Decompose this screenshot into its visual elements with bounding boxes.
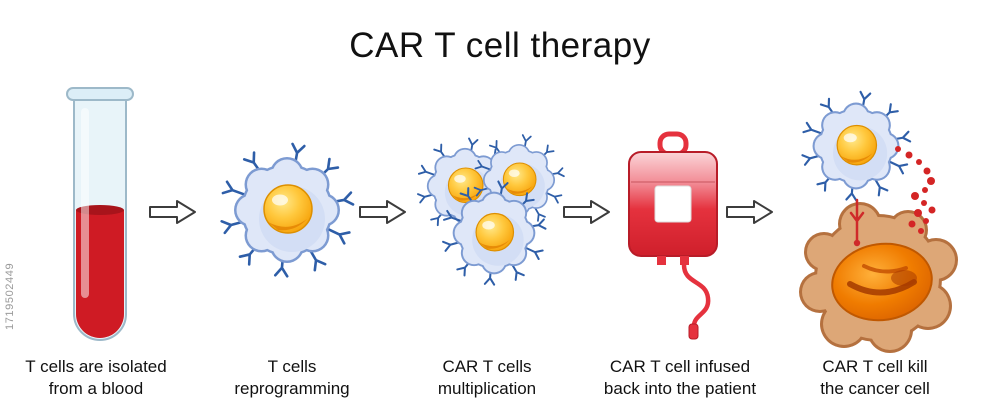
car-t-cell-attacking-cancer-cell-icon xyxy=(799,92,958,353)
infusion-tube xyxy=(681,264,711,327)
t-cell-icon xyxy=(222,144,353,276)
step-label-line: reprogramming xyxy=(234,379,350,399)
step-label-line: T cells xyxy=(267,357,317,376)
stock-watermark-id: 1719502449 xyxy=(4,262,16,330)
granzyme-particles xyxy=(895,146,936,234)
step-label-line: the cancer cell xyxy=(820,379,930,399)
step-label-reprogramming: T cells reprogramming xyxy=(196,356,388,401)
step-label-isolation: T cells are isolated from a blood xyxy=(0,356,192,401)
step-label-line: CAR T cell kill xyxy=(822,357,928,376)
step-label-infusion: CAR T cell infused back into the patient xyxy=(584,356,776,401)
test-tube-icon xyxy=(66,87,134,341)
cancer-cell-icon xyxy=(799,202,958,353)
step-label-line: from a blood xyxy=(48,379,144,399)
page-title: CAR T cell therapy xyxy=(349,26,651,65)
step-label-multiplication: CAR T cells multiplication xyxy=(391,356,583,401)
drip-chamber xyxy=(688,323,699,340)
bag-label xyxy=(654,185,692,223)
blood-bag-icon xyxy=(628,131,718,340)
arrow-right-icon xyxy=(563,200,610,224)
step-label-line: CAR T cell infused xyxy=(609,357,751,376)
tumor-core xyxy=(831,242,933,322)
car-t-cell-icon xyxy=(802,92,910,200)
step-label-line: T cells are isolated xyxy=(25,357,167,376)
step-label-killing: CAR T cell kill the cancer cell xyxy=(779,356,971,401)
receptor-connection xyxy=(849,198,865,247)
step-label-line: back into the patient xyxy=(603,379,757,399)
step-label-line: multiplication xyxy=(437,379,537,399)
step-label-line: CAR T cells xyxy=(442,357,532,376)
arrow-right-icon xyxy=(149,200,196,224)
t-cell-cluster-icon xyxy=(418,135,564,285)
arrow-right-icon xyxy=(726,200,773,224)
arrow-right-icon xyxy=(359,200,406,224)
